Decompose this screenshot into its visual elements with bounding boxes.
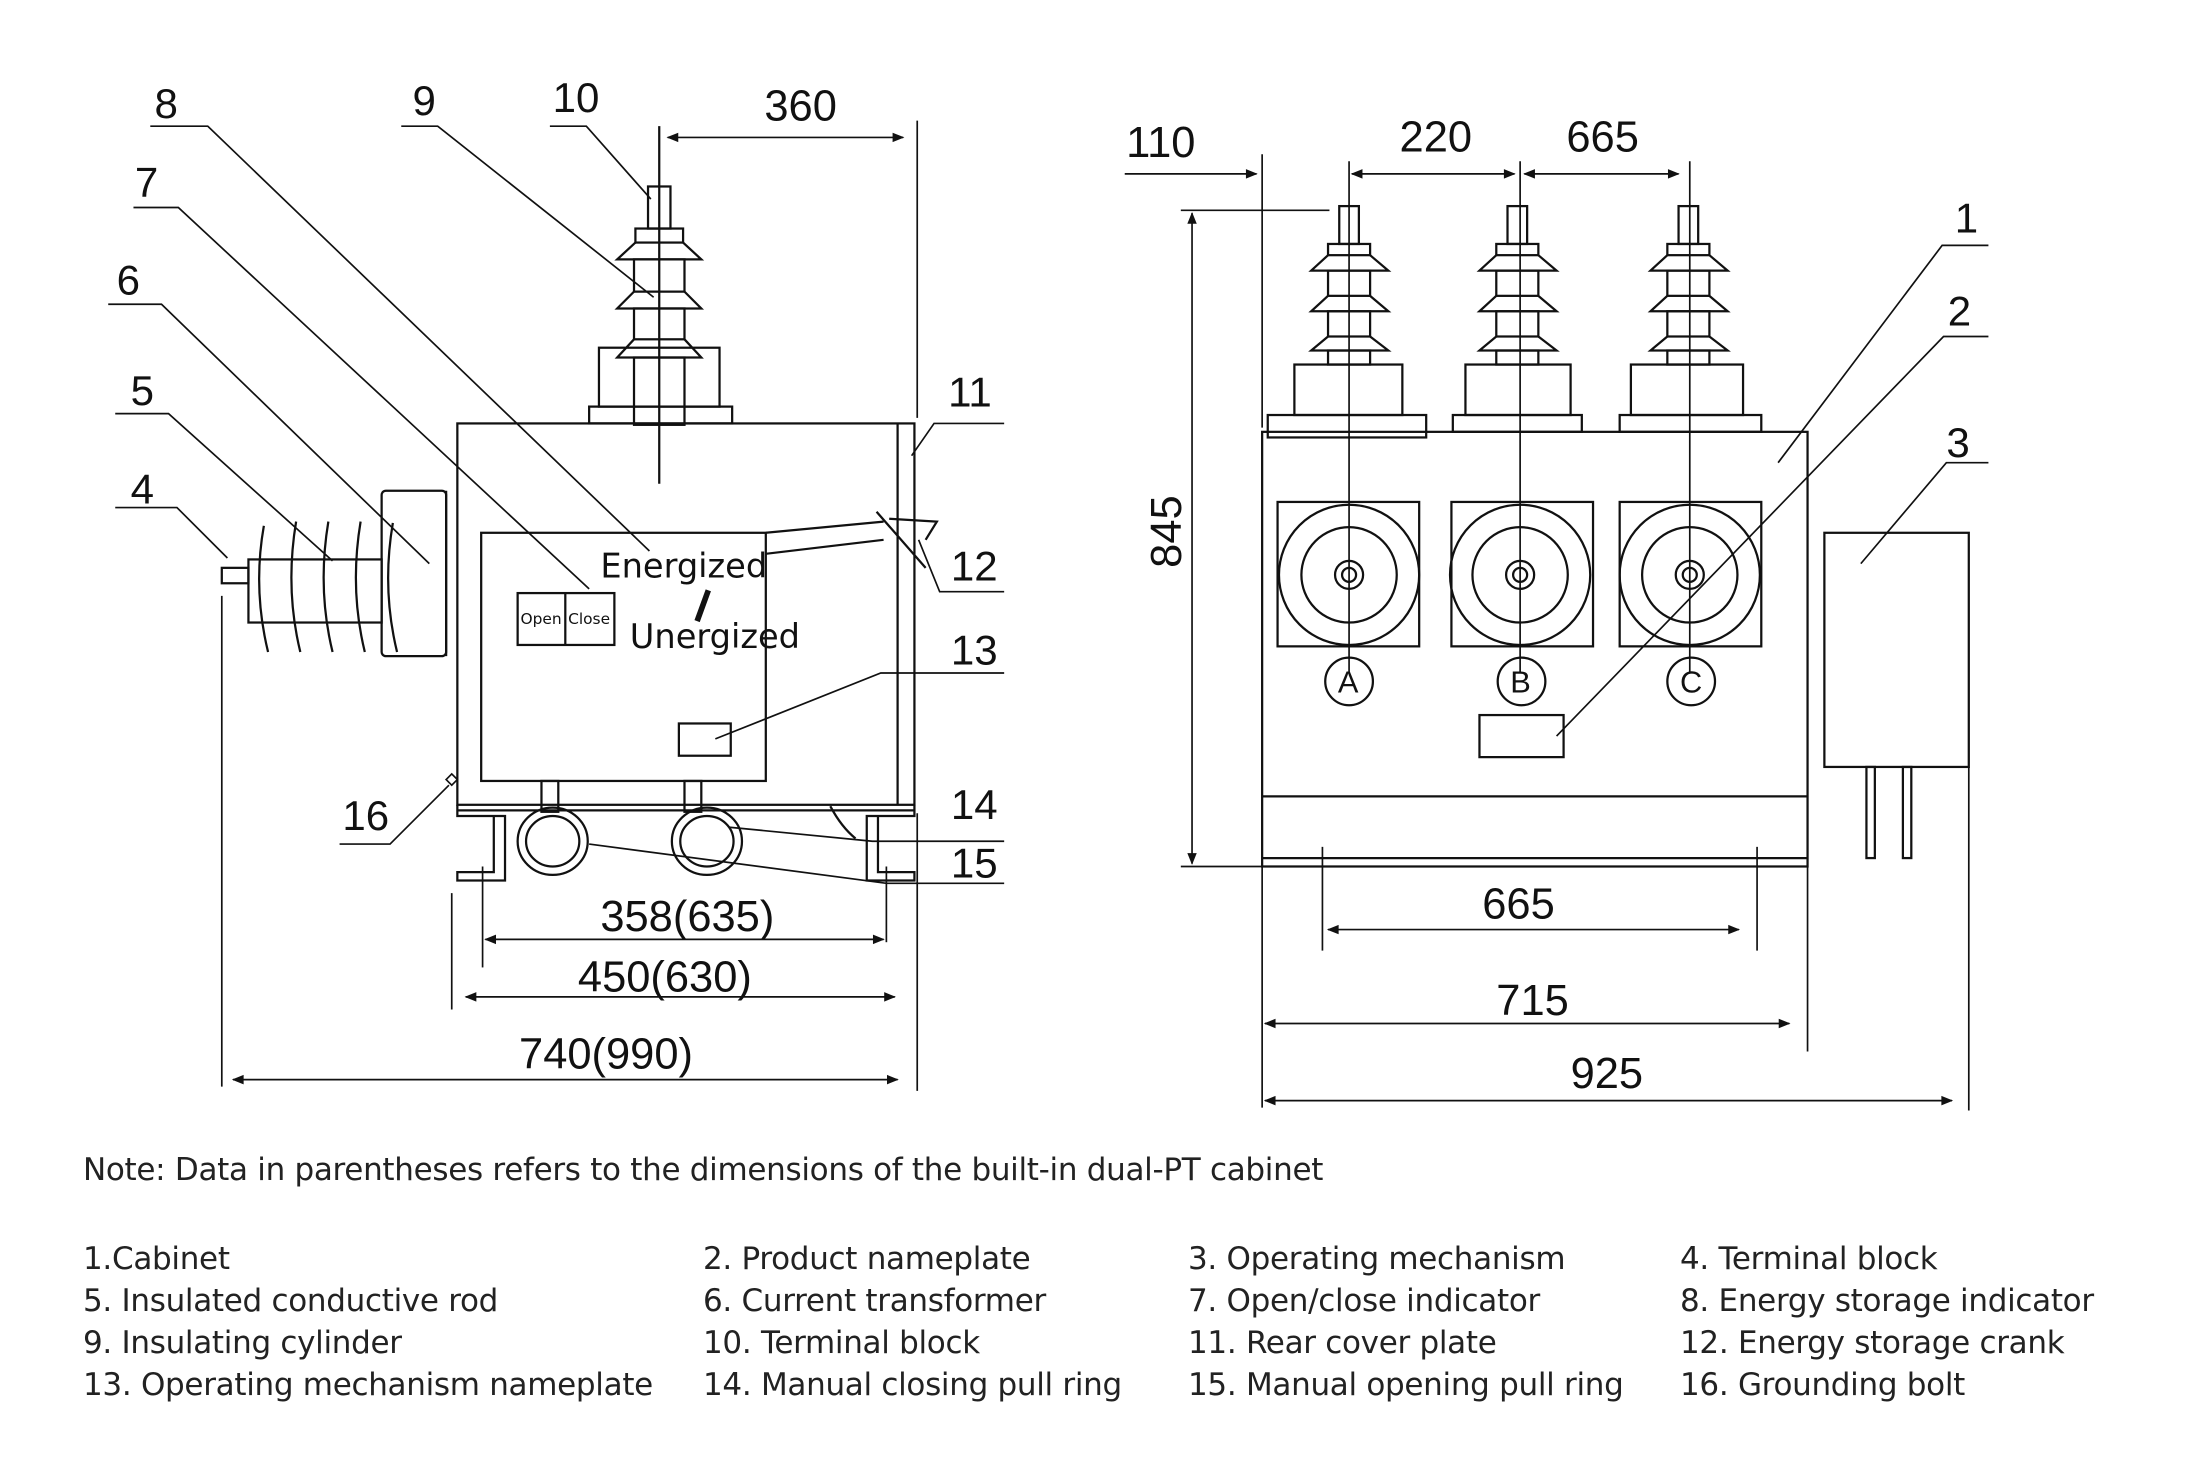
- top-insulator-icon: [588, 126, 734, 484]
- base-frame: [456, 804, 507, 882]
- legend-item: 3. Operating mechanism: [1188, 1241, 1566, 1277]
- phase-insulators: [1266, 204, 1763, 439]
- legend-item: 1.Cabinet: [83, 1241, 230, 1277]
- open-label: Open: [520, 610, 561, 628]
- current-transformer: [380, 489, 448, 658]
- dim-220: 220: [1400, 113, 1473, 161]
- front-cabinet: [1261, 430, 1809, 868]
- legend-item: 7. Open/close indicator: [1188, 1283, 1540, 1319]
- legend-item: 10. Terminal block: [703, 1325, 980, 1361]
- legend-item: 15. Manual opening pull ring: [1188, 1367, 1624, 1403]
- legend-item: 11. Rear cover plate: [1188, 1325, 1497, 1361]
- insulator-b-icon: [1451, 204, 1583, 433]
- side-dimensions: 360 358(635) 450(630) 740(990): [220, 83, 919, 1091]
- callout-7: 7: [135, 158, 158, 205]
- legend-row: 5. Insulated conductive rod 6. Current t…: [83, 1280, 2183, 1322]
- callout-10: 10: [553, 74, 600, 121]
- dim-715: 715: [1496, 977, 1569, 1025]
- legend-item: 16. Grounding bolt: [1680, 1367, 1965, 1403]
- dim-110: 110: [1126, 119, 1195, 167]
- operating-mechanism: [1823, 531, 1970, 769]
- legend-item: 5. Insulated conductive rod: [83, 1283, 499, 1319]
- mechanism-panel: [480, 531, 767, 783]
- dim-358-635: 358(635): [600, 893, 774, 941]
- callout-5: 5: [131, 367, 154, 414]
- ct-window-b: B: [1448, 500, 1595, 707]
- close-label: Close: [568, 610, 610, 628]
- opening-pull-ring-icon: [670, 806, 744, 877]
- energized-label: Energized: [600, 547, 767, 586]
- dim-925: 925: [1571, 1050, 1644, 1098]
- phase-label-b: B: [1510, 665, 1531, 700]
- side-callouts: 8 7 6 5 4 9 10 11 12 13 14 15 16: [108, 74, 1005, 887]
- product-nameplate: [1478, 713, 1565, 759]
- callout-6: 6: [117, 256, 140, 303]
- unenergized-label: Unergized: [630, 617, 800, 656]
- footnote: Note: Data in parentheses refers to the …: [83, 1152, 1324, 1188]
- mechanism-nameplate: [677, 722, 732, 757]
- legend-item: 14. Manual closing pull ring: [703, 1367, 1122, 1403]
- energy-storage-crank-icon: [765, 511, 939, 569]
- dim-450-630: 450(630): [578, 953, 752, 1001]
- phase-label-c: C: [1680, 665, 1702, 700]
- callout-16: 16: [342, 792, 389, 839]
- callout-3: 3: [1946, 419, 1969, 466]
- parts-legend: 1.Cabinet 2. Product nameplate 3. Operat…: [83, 1238, 2183, 1406]
- legend-item: 4. Terminal block: [1680, 1241, 1938, 1277]
- callout-2: 2: [1948, 287, 1971, 334]
- legend-item: 2. Product nameplate: [703, 1241, 1031, 1277]
- legend-row: 13. Operating mechanism nameplate 14. Ma…: [83, 1364, 2183, 1406]
- dim-665-base: 665: [1482, 880, 1555, 928]
- horizontal-insulator-icon: [220, 521, 399, 653]
- open-close-indicator: Open Close: [516, 591, 616, 647]
- legend-item: 8. Energy storage indicator: [1680, 1283, 2094, 1319]
- dim-360: 360: [764, 83, 837, 131]
- legend-item: 9. Insulating cylinder: [83, 1325, 402, 1361]
- callout-12: 12: [951, 542, 998, 589]
- callout-13: 13: [951, 627, 998, 674]
- cabinet-body: [456, 422, 916, 806]
- legend-item: 12. Energy storage crank: [1680, 1325, 2065, 1361]
- callout-1: 1: [1955, 195, 1978, 242]
- dim-665-top: 665: [1566, 113, 1639, 161]
- legend-item: 13. Operating mechanism nameplate: [83, 1367, 653, 1403]
- side-view: Open Close Energized Unergized: [108, 74, 1005, 1091]
- dim-740-990: 740(990): [519, 1030, 693, 1078]
- legend-row: 9. Insulating cylinder 10. Terminal bloc…: [83, 1322, 2183, 1364]
- phase-label-a: A: [1338, 665, 1359, 700]
- front-callouts: 1 2 3: [1555, 195, 1989, 737]
- dim-845: 845: [1143, 495, 1191, 568]
- callout-4: 4: [131, 465, 154, 512]
- callout-15: 15: [951, 840, 998, 887]
- front-dimensions: 110 220 665 845 665 715 925: [1124, 113, 1970, 1111]
- legend-row: 1.Cabinet 2. Product nameplate 3. Operat…: [83, 1238, 2183, 1280]
- callout-8: 8: [154, 80, 177, 127]
- closing-pull-ring-icon: [516, 806, 589, 877]
- callout-11: 11: [948, 369, 992, 416]
- callout-14: 14: [951, 781, 998, 828]
- insulator-a-icon: [1266, 204, 1428, 439]
- front-view: A B C: [1124, 113, 1989, 1111]
- callout-9: 9: [412, 77, 435, 124]
- legend-item: 6. Current transformer: [703, 1283, 1046, 1319]
